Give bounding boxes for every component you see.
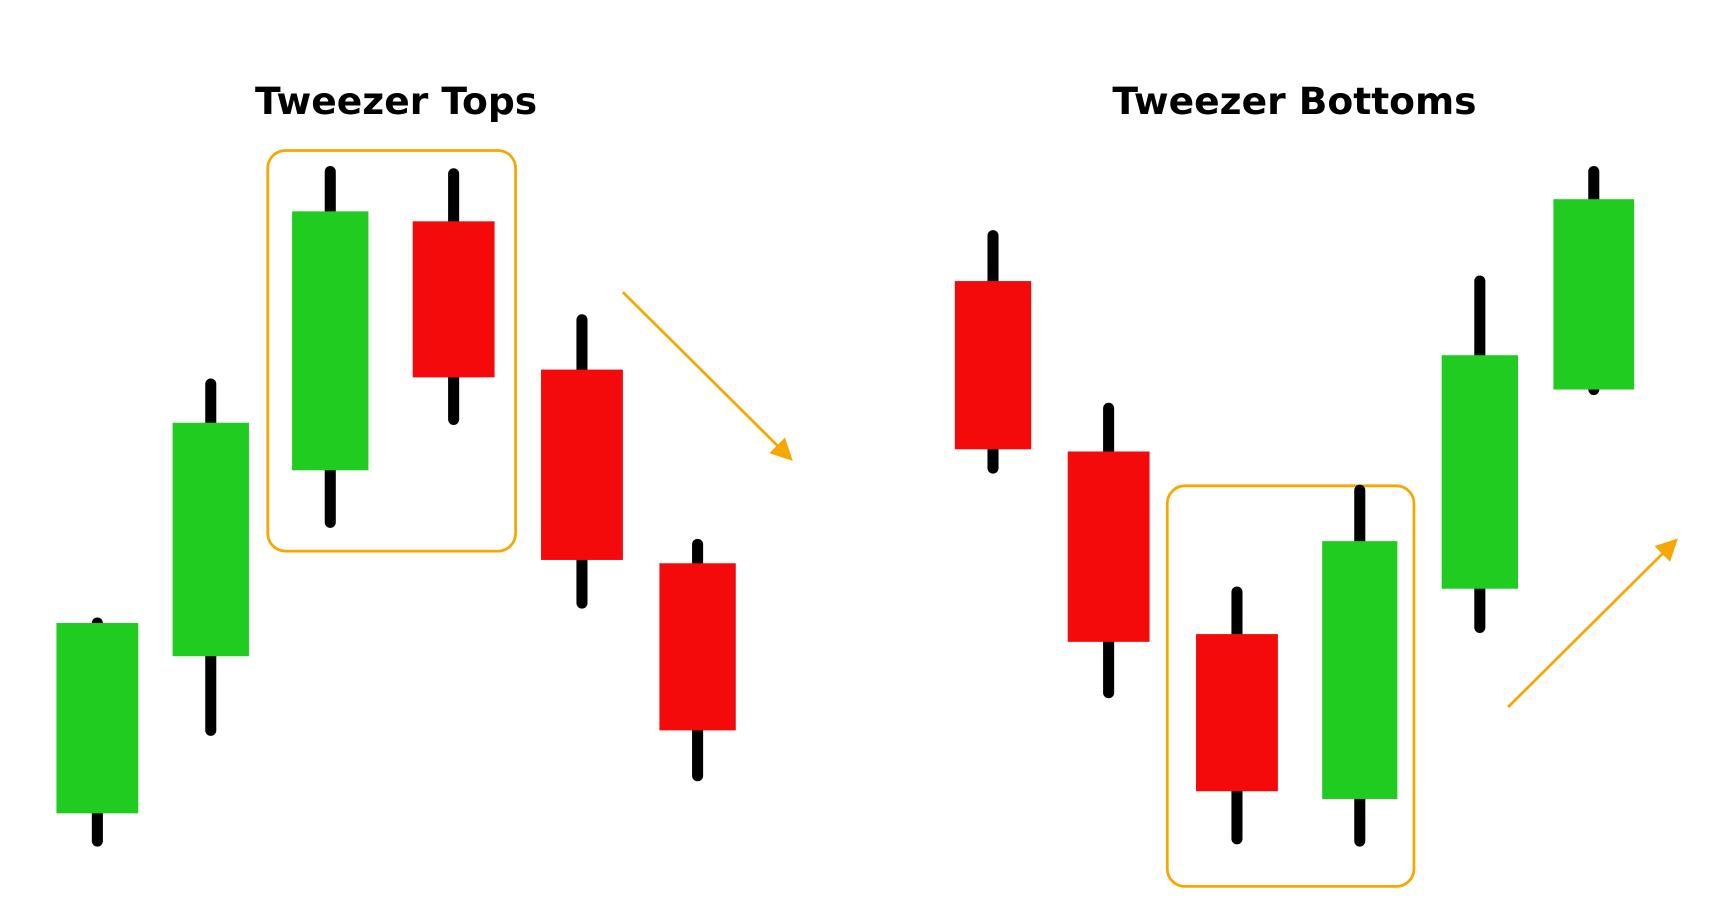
bullish-candle (172, 378, 249, 736)
candle-body (1441, 355, 1518, 589)
candle-body (541, 369, 623, 560)
trend-arrow-up (1507, 538, 1678, 709)
tweezer-tops-panel (56, 149, 793, 847)
candle-body (1067, 451, 1150, 642)
bearish-candle (954, 230, 1032, 474)
candle-body (172, 422, 249, 657)
pattern-highlight-box (266, 149, 517, 553)
bearish-candle (1196, 586, 1278, 845)
tweezer-bottoms-title: Tweezer Bottoms (1112, 79, 1476, 123)
candle-body (1553, 199, 1635, 390)
candle-body (659, 563, 736, 731)
candle-body (292, 211, 369, 471)
candle-body (56, 623, 139, 814)
candle-body (954, 281, 1032, 450)
bearish-candle (412, 168, 495, 425)
bullish-candle (292, 165, 369, 528)
candle-body (1322, 541, 1398, 799)
bullish-candle (1441, 275, 1518, 633)
bearish-candle (1067, 402, 1150, 699)
tweezer-tops-title: Tweezer Tops (255, 79, 537, 123)
pattern-highlight-box (1165, 484, 1416, 888)
candle-body (1196, 634, 1278, 792)
bearish-candle (659, 538, 736, 782)
bearish-candle (541, 314, 623, 609)
bullish-candle (1553, 165, 1635, 396)
trend-arrow-down (621, 291, 793, 461)
bullish-candle (1322, 484, 1398, 847)
bullish-candle (56, 617, 139, 847)
candle-body (412, 221, 495, 378)
tweezer-bottoms-panel (954, 165, 1678, 888)
